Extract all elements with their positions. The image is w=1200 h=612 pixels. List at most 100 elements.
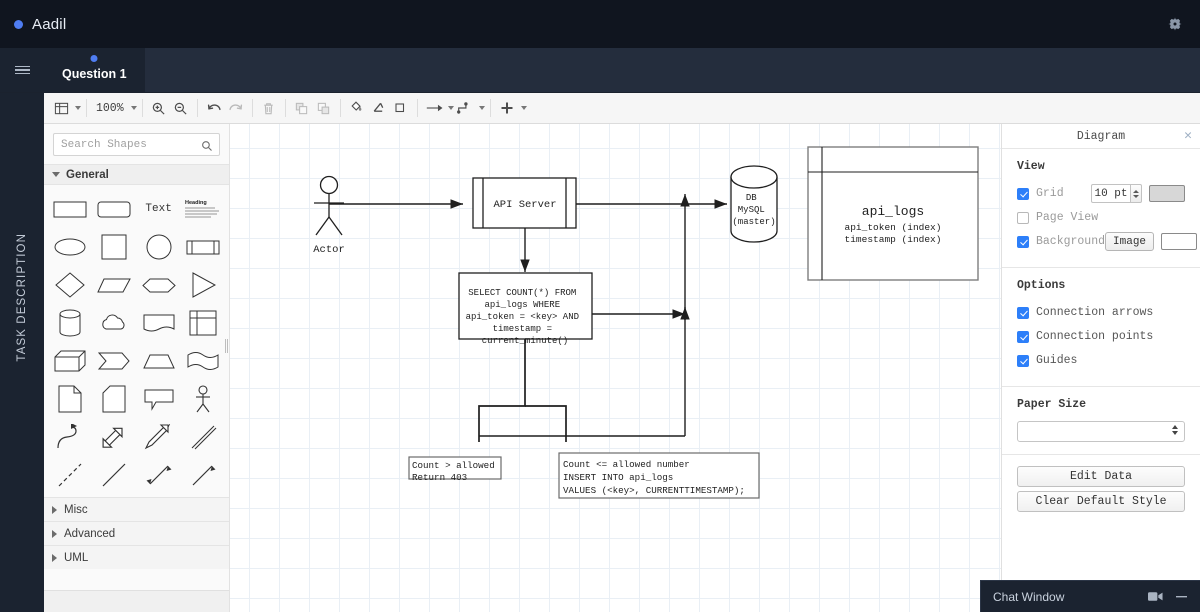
- shape-textbox[interactable]: Heading: [181, 191, 225, 227]
- node-query[interactable]: SELECT COUNT(*) FROM api_logs WHERE api_…: [458, 272, 593, 346]
- guides-checkbox[interactable]: [1017, 354, 1029, 367]
- trash-icon[interactable]: [258, 97, 280, 119]
- gear-icon[interactable]: [1164, 13, 1186, 35]
- shape-triangle[interactable]: [181, 267, 225, 303]
- video-camera-icon[interactable]: [1148, 591, 1163, 602]
- background-checkbox[interactable]: [1017, 235, 1029, 248]
- diagram-editor: 100%: [44, 93, 1200, 612]
- shape-tape[interactable]: [181, 343, 225, 379]
- node-api-server[interactable]: API Server: [472, 177, 577, 229]
- shape-trapezoid[interactable]: [137, 343, 181, 379]
- shape-directional-arrow[interactable]: [181, 457, 225, 493]
- shape-arrow[interactable]: [137, 419, 181, 455]
- shape-ellipse[interactable]: [48, 229, 92, 265]
- waypoint-caret-icon[interactable]: [478, 106, 485, 110]
- shapes-section-general[interactable]: General: [44, 164, 229, 185]
- shapes-section-misc[interactable]: Misc: [44, 497, 229, 521]
- grid-color-swatch[interactable]: [1149, 185, 1185, 202]
- edge-query-branch-deny[interactable]: [478, 336, 526, 442]
- layout-panels-caret-icon[interactable]: [75, 106, 81, 110]
- page-view-checkbox[interactable]: [1017, 211, 1029, 224]
- shapes-section-uml[interactable]: UML: [44, 545, 229, 569]
- node-query-label: SELECT COUNT(*) FROM api_logs WHERE api_…: [466, 288, 585, 346]
- search-input[interactable]: [54, 134, 219, 155]
- insert-caret-icon[interactable]: [520, 106, 527, 110]
- tab-question-1[interactable]: Question 1: [44, 48, 145, 92]
- node-api-logs-title: api_logs: [862, 204, 924, 219]
- search-shapes-box[interactable]: [53, 133, 220, 156]
- diagram-canvas[interactable]: Actor API Server SELECT COUNT(*) FROM ap…: [230, 124, 1001, 612]
- shape-rectangle[interactable]: [48, 191, 92, 227]
- shape-double-arrow[interactable]: [92, 419, 136, 455]
- shape-card[interactable]: [92, 381, 136, 417]
- shape-circle[interactable]: [137, 229, 181, 265]
- shape-cloud[interactable]: [92, 305, 136, 341]
- orthogonal-connector-icon[interactable]: [454, 97, 476, 119]
- shape-document[interactable]: [137, 305, 181, 341]
- connection-arrows-checkbox[interactable]: [1017, 306, 1029, 319]
- shape-text[interactable]: Text: [137, 191, 181, 227]
- task-description-rail[interactable]: TASK DESCRIPTION: [0, 93, 44, 612]
- zoom-in-icon[interactable]: [148, 97, 170, 119]
- line-color-icon[interactable]: [368, 97, 390, 119]
- connector-caret-icon[interactable]: [447, 106, 454, 110]
- edit-data-button[interactable]: Edit Data: [1017, 466, 1185, 487]
- hamburger-icon[interactable]: [0, 48, 44, 92]
- shape-actor[interactable]: [181, 381, 225, 417]
- bring-to-front-icon[interactable]: [291, 97, 313, 119]
- zoom-level-label[interactable]: 100%: [96, 101, 124, 115]
- shape-line[interactable]: [92, 457, 136, 493]
- zoom-out-icon[interactable]: [170, 97, 192, 119]
- shape-curved-arrow[interactable]: [48, 419, 92, 455]
- background-color-swatch[interactable]: [1161, 233, 1198, 250]
- shape-hexagon[interactable]: [137, 267, 181, 303]
- node-db[interactable]: DB MySQL (master): [730, 165, 778, 243]
- toolbar-divider: [86, 99, 87, 117]
- close-icon[interactable]: ✕: [1184, 128, 1192, 143]
- clear-default-style-button[interactable]: Clear Default Style: [1017, 491, 1185, 512]
- shape-square[interactable]: [92, 229, 136, 265]
- format-panel-title-bar: Diagram ✕: [1002, 124, 1200, 149]
- shape-bidirectional-arrow[interactable]: [137, 457, 181, 493]
- node-actor[interactable]: Actor: [313, 175, 345, 257]
- shapes-section-advanced[interactable]: Advanced: [44, 521, 229, 545]
- shape-callout[interactable]: [137, 381, 181, 417]
- shape-process[interactable]: [181, 229, 225, 265]
- send-to-back-icon[interactable]: [313, 97, 335, 119]
- plus-icon[interactable]: [496, 97, 518, 119]
- shape-step[interactable]: [92, 343, 136, 379]
- format-paper-size-section: Paper Size: [1002, 387, 1200, 455]
- grid-size-stepper[interactable]: [1131, 184, 1142, 203]
- shape-cube[interactable]: [48, 343, 92, 379]
- grid-checkbox[interactable]: [1017, 187, 1029, 200]
- minimize-icon[interactable]: [1175, 591, 1188, 602]
- chat-window[interactable]: Chat Window: [980, 580, 1200, 612]
- shape-rounded-rectangle[interactable]: [92, 191, 136, 227]
- shape-internal-storage[interactable]: [181, 305, 225, 341]
- shape-cylinder[interactable]: [48, 305, 92, 341]
- shape-double-line[interactable]: [181, 419, 225, 455]
- grid-size-input[interactable]: 10 pt: [1091, 184, 1131, 203]
- panel-splitter[interactable]: [224, 124, 230, 612]
- shape-diamond[interactable]: [48, 267, 92, 303]
- connection-points-checkbox[interactable]: [1017, 330, 1029, 343]
- node-deny-note[interactable]: Count > allowed Return 403: [408, 456, 502, 483]
- layout-panels-icon[interactable]: [50, 97, 72, 119]
- shape-parallelogram[interactable]: [92, 267, 136, 303]
- straight-connector-icon[interactable]: [423, 97, 445, 119]
- fill-color-icon[interactable]: [346, 97, 368, 119]
- shape-dashed-line[interactable]: [48, 457, 92, 493]
- node-api-logs-table[interactable]: api_logs api_token (index) timestamp (in…: [807, 146, 979, 281]
- zoom-caret-icon[interactable]: [130, 106, 137, 110]
- shape-palette: Text Heading: [44, 185, 229, 497]
- background-image-button[interactable]: Image: [1105, 232, 1155, 251]
- undo-icon[interactable]: [203, 97, 225, 119]
- redo-icon[interactable]: [225, 97, 247, 119]
- edge-query-branch-allow[interactable]: [525, 405, 567, 442]
- paper-size-select[interactable]: [1017, 421, 1185, 442]
- search-icon[interactable]: [201, 139, 213, 157]
- shadow-icon[interactable]: [390, 97, 412, 119]
- grid-size-control: 10 pt: [1091, 184, 1185, 203]
- shape-note[interactable]: [48, 381, 92, 417]
- node-allow-note[interactable]: Count <= allowed number INSERT INTO api_…: [558, 452, 760, 499]
